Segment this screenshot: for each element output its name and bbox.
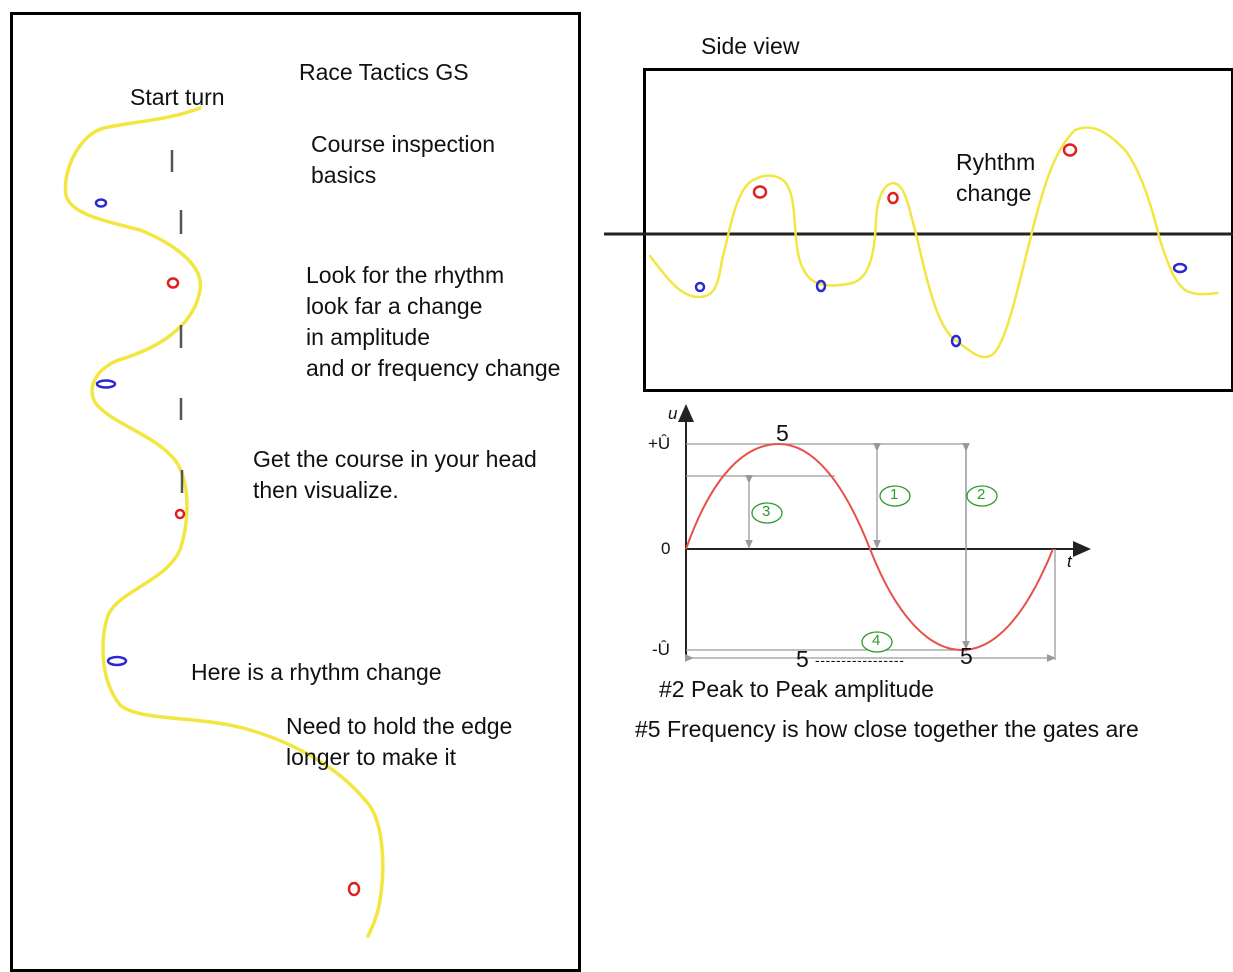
side-view-profile xyxy=(648,126,1220,359)
blue-gate xyxy=(694,281,706,293)
marker-4: 4 xyxy=(872,632,881,649)
page-title: Race Tactics GS xyxy=(299,59,469,85)
tick-zero: 0 xyxy=(661,539,671,558)
inspection-heading: Course inspection basics xyxy=(311,131,496,188)
span-end-mark: 5 xyxy=(960,643,973,669)
red-gate xyxy=(1062,143,1078,157)
amplitude-caption: #2 Peak to Peak amplitude xyxy=(659,676,934,702)
red-gate xyxy=(887,191,899,205)
marker-2: 2 xyxy=(977,486,986,503)
hold-edge-note: Need to hold the edge longer to make it xyxy=(286,713,513,770)
reference-lines xyxy=(684,442,1056,662)
course-line xyxy=(63,106,385,938)
peak-mark: 5 xyxy=(776,420,789,446)
marker-3-circle xyxy=(751,502,783,524)
span-dashes: ----------------- xyxy=(815,652,905,668)
blue-gate xyxy=(95,379,117,389)
axis-u-label: u xyxy=(668,404,678,423)
red-gate xyxy=(347,881,361,897)
marker-3: 3 xyxy=(762,503,771,520)
blue-gate xyxy=(1172,262,1188,274)
circle-markers xyxy=(751,485,998,653)
tick-minus-u: -Û xyxy=(652,640,670,659)
red-gate xyxy=(166,277,180,289)
side-view-panel xyxy=(643,68,1233,392)
tick-plus-u: +Û xyxy=(648,434,671,453)
visualize-tip: Get the course in your head then visuali… xyxy=(253,446,537,503)
blue-gate xyxy=(950,334,962,348)
rhythm-change-annotation: Ryhthm change xyxy=(956,149,1036,206)
rhythm-tip: Look for the rhythm look far a change in… xyxy=(306,262,561,381)
blue-gate xyxy=(94,198,108,208)
rhythm-change-note: Here is a rhythm change xyxy=(191,659,442,685)
start-turn-label: Start turn xyxy=(130,84,225,110)
blue-gate xyxy=(106,655,128,667)
marker-4-circle xyxy=(861,631,893,653)
marker-1: 1 xyxy=(890,486,899,503)
sine-curve xyxy=(685,442,1054,652)
frequency-caption: #5 Frequency is how close together the g… xyxy=(635,716,1139,742)
span-start-mark: 5 xyxy=(796,646,809,672)
side-view-title: Side view xyxy=(701,33,800,59)
marker-1-circle xyxy=(879,485,911,507)
marker-2-circle xyxy=(966,485,998,507)
red-gate xyxy=(174,508,186,520)
red-gate xyxy=(752,185,768,199)
axis-t-label: t xyxy=(1067,552,1072,571)
blue-gate xyxy=(815,279,827,293)
fall-line-dashes xyxy=(170,150,184,493)
